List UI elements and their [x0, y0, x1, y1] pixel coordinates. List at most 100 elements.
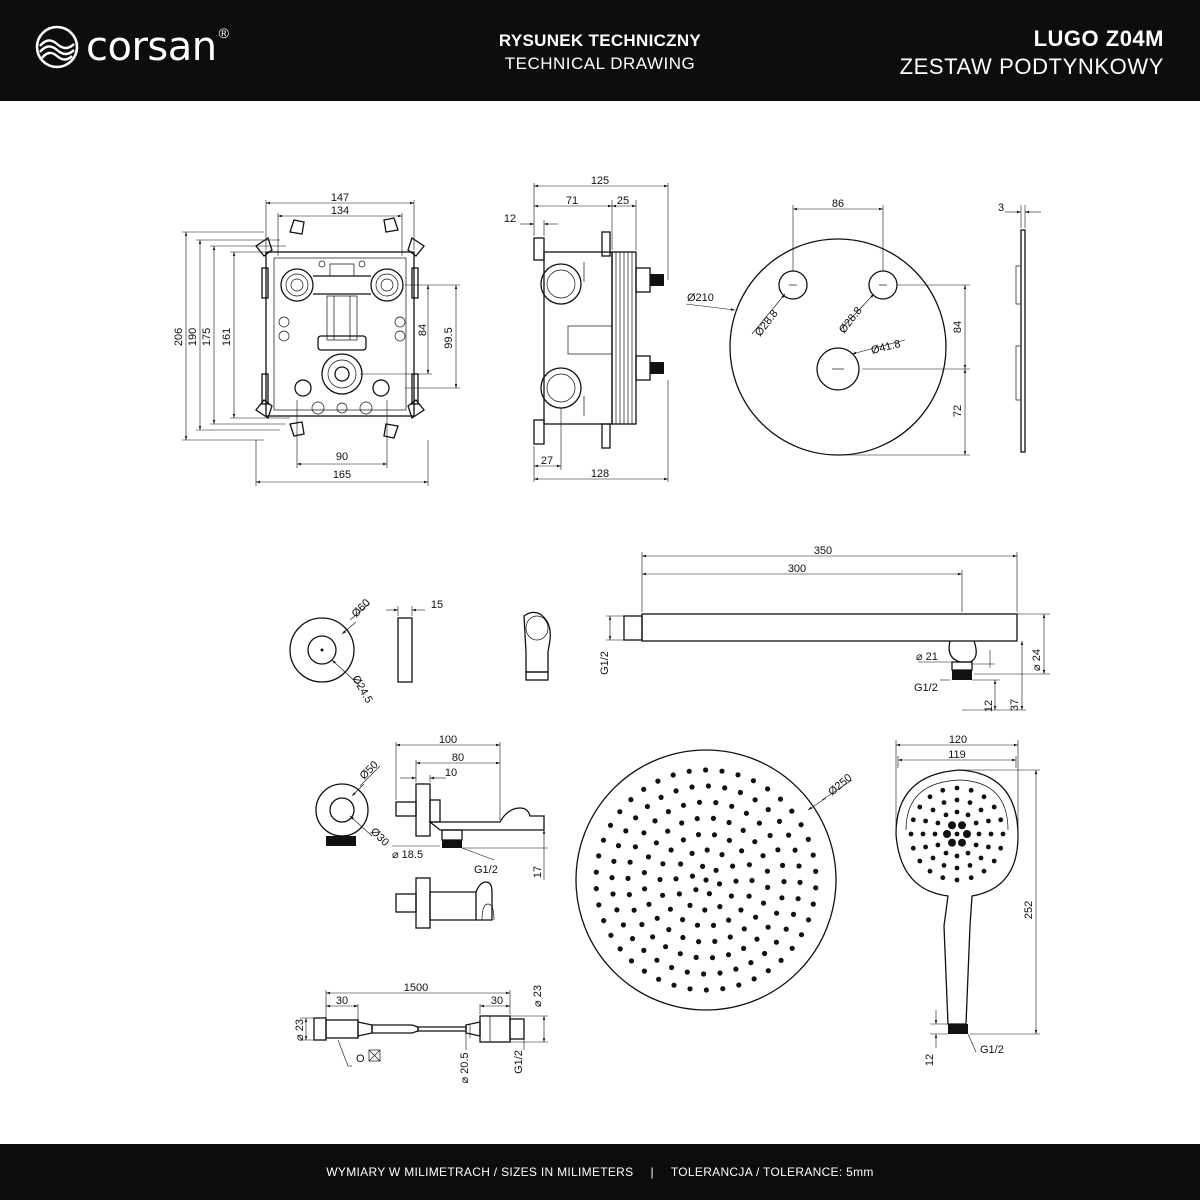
nozzle-dot	[776, 818, 783, 825]
nozzle-dot	[781, 879, 787, 885]
nozzle-dot	[673, 788, 679, 794]
dim-100: 100	[439, 734, 457, 746]
hand-nozzle-dot	[998, 845, 1004, 851]
footer-tolerance-note: TOLERANCJA / TOLERANCE: 5mm	[670, 1165, 874, 1179]
hand-shower-dimensions: 120 119 252 12 G1/2	[895, 734, 1040, 1066]
brand-logo[interactable]: corsan ®	[34, 22, 229, 72]
hand-nozzle-dot	[973, 842, 979, 848]
hand-nozzle-dot	[988, 831, 994, 837]
hose-o-label: O	[356, 1053, 365, 1065]
nozzle-dot	[813, 868, 819, 875]
dim-125: 125	[591, 175, 609, 187]
dim-119: 119	[948, 749, 966, 761]
dim-15: 15	[431, 599, 443, 611]
hand-shower	[895, 769, 1019, 1034]
nozzle-dot	[703, 987, 710, 993]
nozzle-dot	[629, 936, 636, 942]
nozzle-dot	[775, 847, 781, 853]
nozzle-dot	[689, 850, 695, 857]
nozzle-dot	[736, 982, 742, 988]
dim-25: 25	[617, 195, 629, 207]
nozzle-dot	[641, 786, 647, 792]
hand-nozzle-dot	[940, 875, 946, 881]
hand-nozzle-dot	[967, 800, 973, 805]
dim-84-box: 84	[417, 324, 429, 336]
nozzle-dot	[623, 828, 629, 834]
nozzle-dot	[593, 886, 599, 892]
wall-rose: Ø60 Ø24.5 15	[289, 597, 443, 706]
nozzle-dot	[813, 885, 819, 891]
nozzle-dot	[694, 816, 700, 822]
nozzle-dot	[780, 862, 786, 869]
nozzle-dot	[796, 863, 802, 869]
wall-holder-dimensions: 100 80 10 ⌀ 18.5 G1/2 17	[392, 734, 548, 880]
dim-252: 252	[1023, 901, 1035, 919]
nozzle-dot	[632, 844, 639, 850]
nozzle-dot	[765, 968, 771, 974]
hand-nozzle-dot	[920, 831, 926, 837]
header-bar: corsan ® RYSUNEK TECHNICZNY TECHNICAL DR…	[0, 0, 1200, 101]
nozzle-dot	[717, 904, 723, 910]
nozzle-dot	[652, 818, 658, 824]
nozzle-dot	[646, 901, 652, 907]
nozzle-dot	[751, 976, 757, 982]
nozzle-dot	[741, 926, 747, 932]
nozzle-dot	[610, 891, 616, 897]
dim-d250: Ø250	[826, 772, 854, 798]
nozzle-dot	[713, 800, 719, 806]
nozzle-dot	[743, 810, 750, 816]
dim-d28-8-right: Ø28.8	[837, 305, 865, 336]
nozzle-dot	[617, 946, 623, 952]
nozzle-dot	[617, 809, 623, 815]
drawing-title-en: TECHNICAL DRAWING	[504, 54, 696, 73]
mounting-box-side-view	[533, 231, 664, 449]
nozzle-dot	[746, 893, 752, 899]
nozzle-dot	[789, 808, 795, 814]
dim-d24-5: Ø24.5	[349, 674, 374, 706]
registered-mark: ®	[218, 25, 229, 41]
hand-nozzle-dot	[935, 820, 941, 826]
nozzle-dot	[601, 918, 607, 924]
dim-190: 190	[187, 328, 199, 346]
cover-plate-front-view	[729, 238, 947, 456]
nozzle-dot	[765, 786, 771, 792]
nozzle-dot	[706, 891, 713, 897]
nozzle-dot	[752, 839, 758, 845]
dim-12-arm: 12	[983, 700, 995, 712]
nozzle-dot	[711, 832, 718, 838]
hand-nozzle-dot	[958, 821, 966, 830]
dim-d28-8-left: Ø28.8	[753, 308, 781, 339]
nozzle-dot	[704, 847, 710, 853]
dim-18-5: ⌀ 18.5	[392, 849, 423, 861]
nozzle-dot	[641, 830, 647, 836]
dim-99-5: 99.5	[443, 327, 455, 348]
hand-nozzle-dot	[930, 855, 936, 861]
cover-plate-side-view: 3	[998, 202, 1041, 453]
nozzle-dot	[650, 934, 656, 940]
dim-23-left: ⌀ 23	[294, 1019, 306, 1041]
hand-nozzle-dot	[954, 877, 960, 883]
hand-nozzle-dot	[965, 850, 971, 856]
dim-90: 90	[336, 451, 348, 463]
nozzle-dot	[680, 917, 686, 923]
dim-161: 161	[221, 328, 233, 346]
nozzle-dot	[644, 803, 651, 810]
nozzle-dot	[798, 822, 804, 828]
dim-12-hand: 12	[924, 1054, 936, 1066]
nozzle-dot	[628, 958, 635, 964]
nozzle-dot	[657, 876, 663, 883]
nozzle-dot	[626, 892, 633, 898]
nozzle-dot	[756, 820, 763, 826]
nozzle-dot	[607, 822, 614, 828]
hand-nozzle-dot	[948, 838, 956, 847]
hand-nozzle-dot	[917, 804, 923, 810]
nozzle-dot	[725, 952, 732, 958]
nozzle-dot	[749, 877, 755, 884]
brand-name: corsan	[86, 24, 217, 70]
nozzle-dot	[765, 924, 771, 930]
nozzle-dot	[614, 907, 620, 913]
nozzle-dot	[609, 875, 615, 881]
nozzle-dot	[760, 900, 767, 906]
nozzle-dot	[709, 955, 716, 961]
hand-nozzle-dot	[958, 838, 966, 847]
